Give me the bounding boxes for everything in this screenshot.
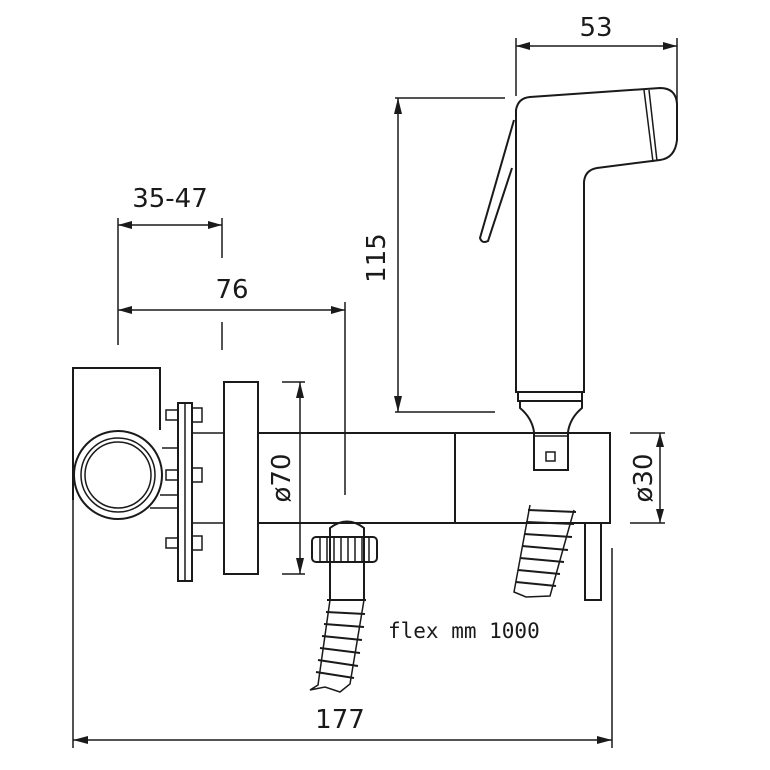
dimension-177-label: 177 [315,705,365,735]
dimension-53: 53 [515,13,678,140]
dimension-177: 177 [72,500,613,748]
dimension-diameter-70: ø70 [267,381,305,575]
dimension-115-label: 115 [362,233,392,283]
dimension-35-47: 35-47 [117,184,223,350]
dimension-76: 76 [118,275,346,495]
valve-body [223,381,611,601]
inlet-connector [309,520,378,693]
hose-length-note: flex mm 1000 [388,619,540,643]
outlet-hose [513,504,577,598]
dimension-diameter-30: ø30 [629,432,665,524]
dimension-115: 115 [362,97,505,413]
dimension-76-label: 76 [215,275,248,305]
hand-shower [478,86,678,471]
dimension-diameter-70-label: ø70 [267,454,297,503]
dimension-53-label: 53 [579,13,612,43]
dimension-35-47-label: 35-47 [132,184,208,214]
dimension-diameter-30-label: ø30 [629,454,659,503]
wall-bracket [72,367,224,582]
